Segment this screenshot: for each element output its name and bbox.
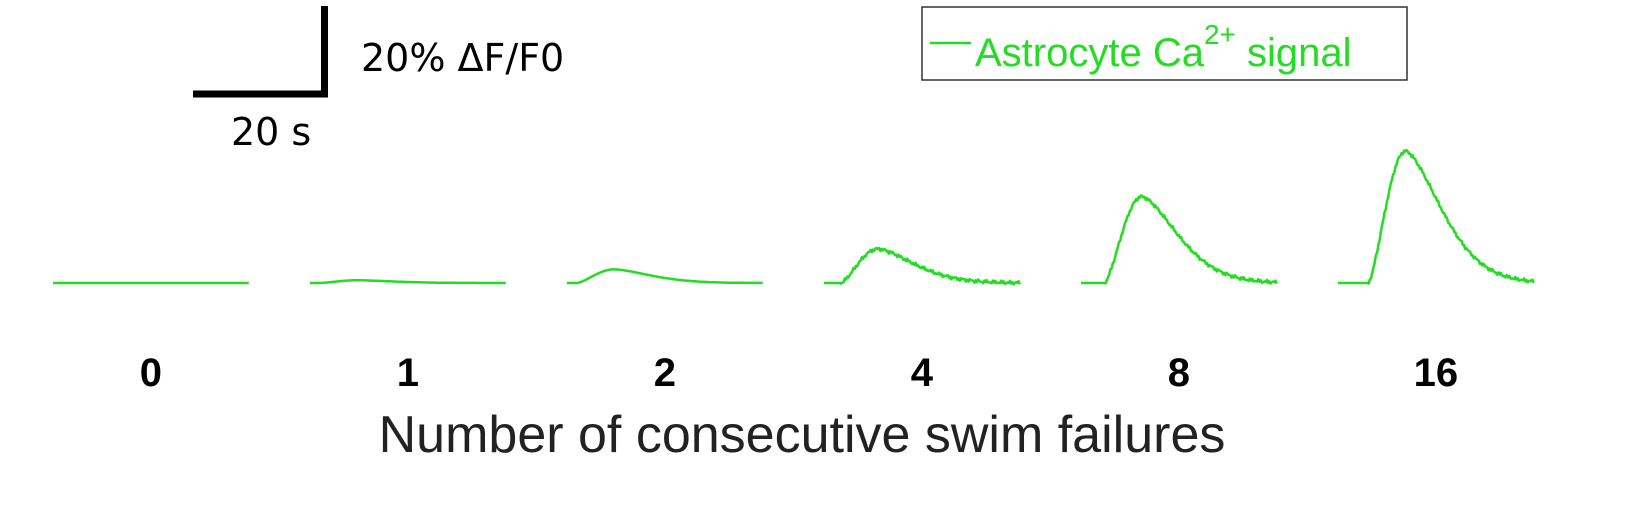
legend-label-tail: signal (1236, 31, 1352, 75)
x-axis-title: Number of consecutive swim failures (379, 406, 1226, 464)
category-label-8: 8 (1168, 351, 1190, 395)
scale-bar-x-label: 20 s (231, 110, 311, 154)
category-label-1: 1 (397, 351, 419, 395)
category-labels: 0 1 2 4 8 16 (140, 351, 1458, 395)
category-label-2: 2 (654, 351, 676, 395)
trace-16 (1337, 148, 1535, 285)
scale-bar-y-label: 20% ΔF/F0 (361, 36, 564, 80)
trace-4 (823, 246, 1021, 286)
legend-label-main: Astrocyte Ca (975, 31, 1205, 75)
category-label-4: 4 (911, 351, 934, 395)
traces (52, 148, 1535, 286)
category-label-0: 0 (140, 351, 162, 395)
scale-bar: 20% ΔF/F0 20 s (193, 6, 564, 154)
legend-label: Astrocyte Ca2+ signal (975, 19, 1352, 75)
category-label-16: 16 (1414, 351, 1459, 395)
legend: Astrocyte Ca2+ signal (921, 6, 1408, 81)
trace-8 (1080, 194, 1278, 285)
trace-2 (566, 268, 763, 285)
legend-box (921, 6, 1408, 81)
trace-1 (309, 279, 506, 285)
legend-label-sup: 2+ (1204, 19, 1236, 50)
